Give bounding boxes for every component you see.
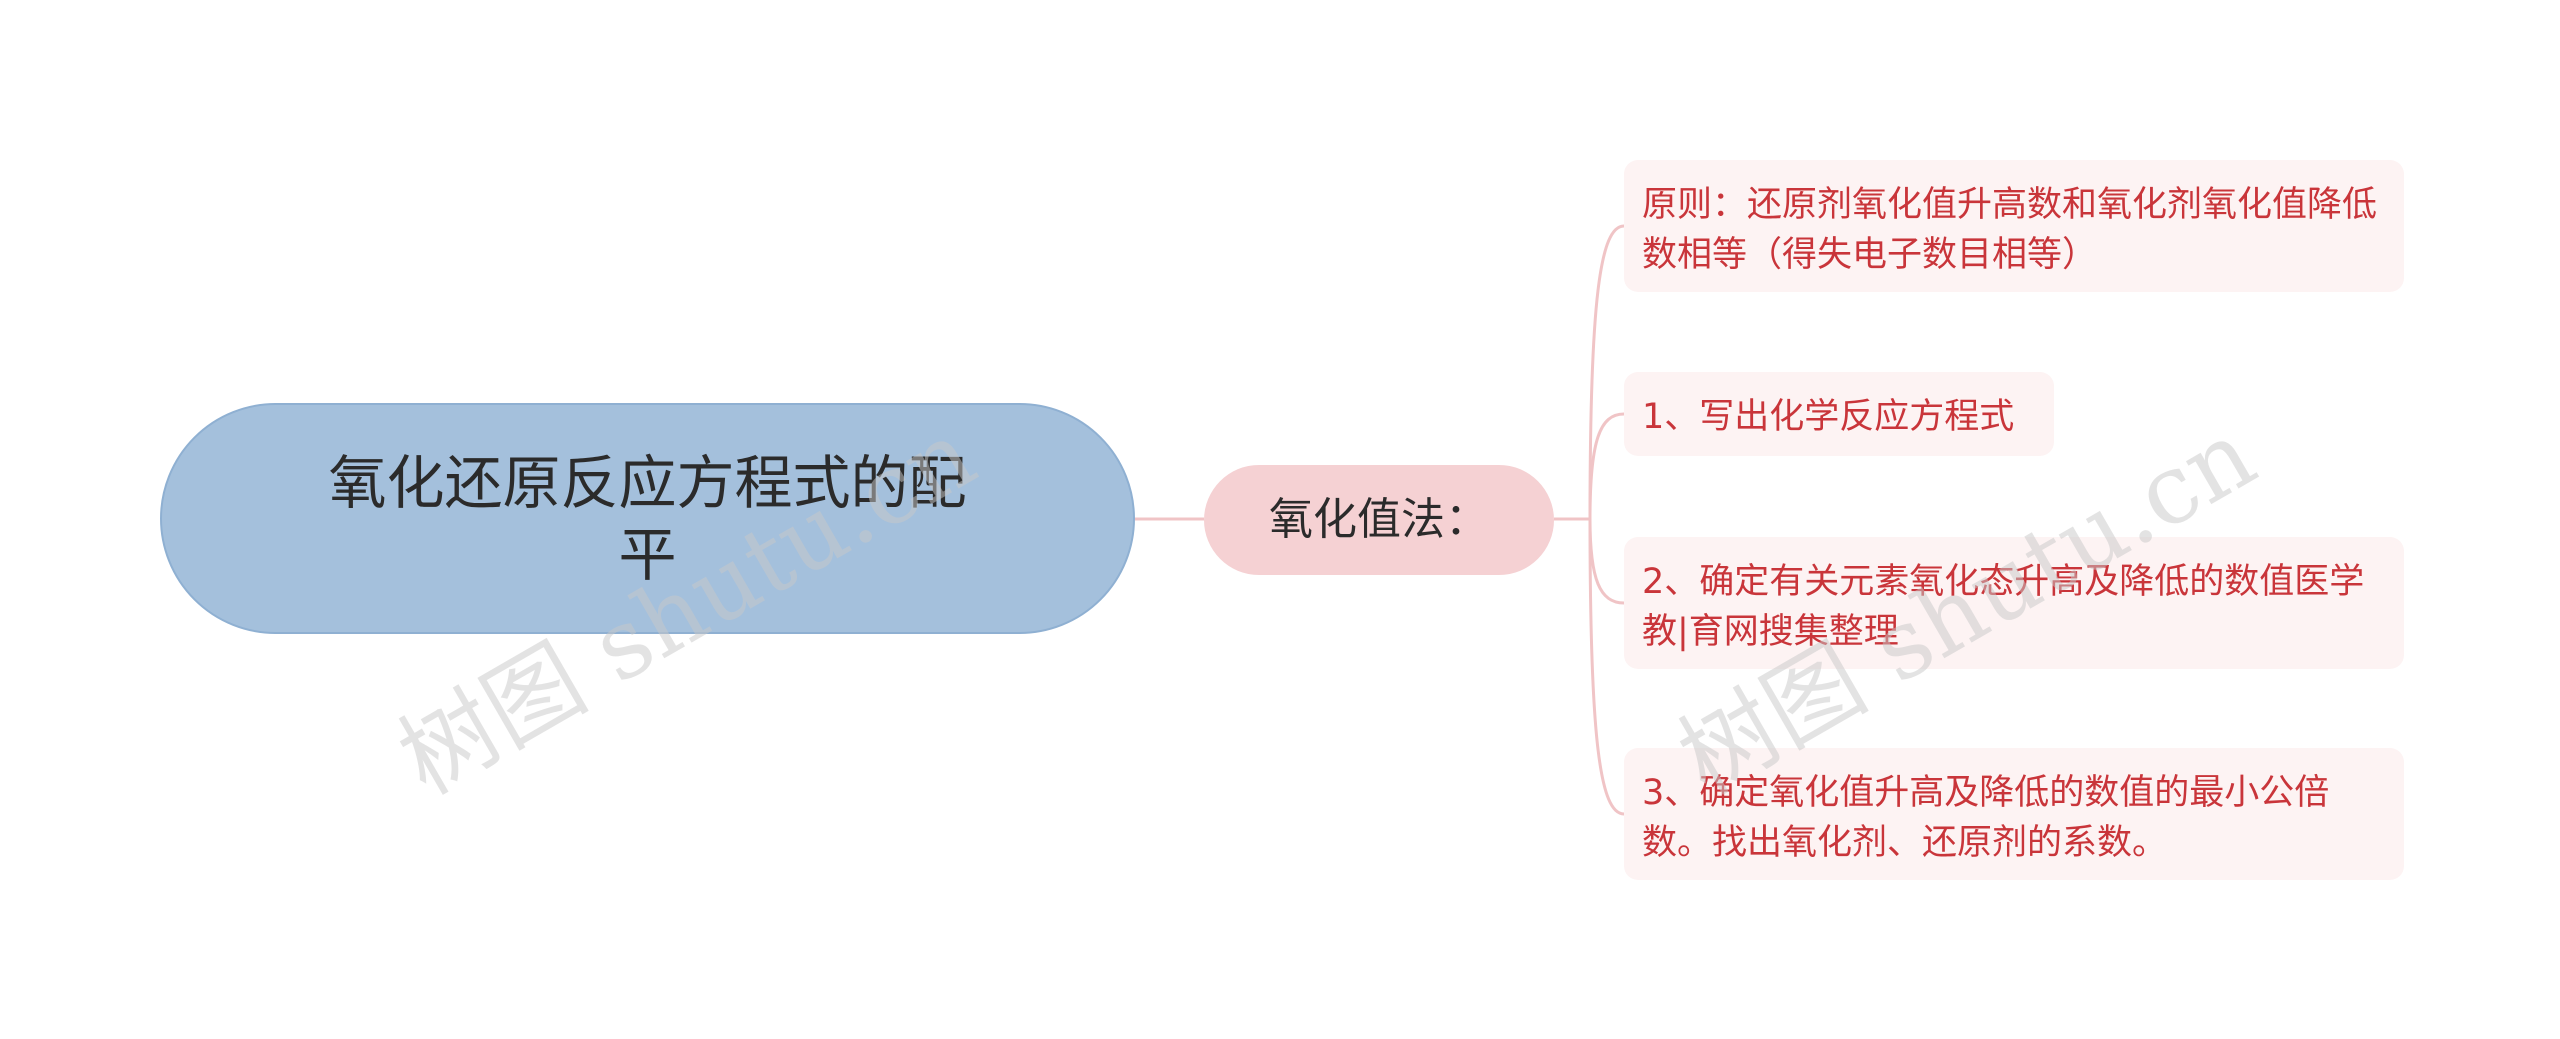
leaf-node-principle[interactable]: 原则：还原剂氧化值升高数和氧化剂氧化值降低数相等（得失电子数目相等） xyxy=(1624,160,2404,292)
leaf-node-label: 原则：还原剂氧化值升高数和氧化剂氧化值降低数相等（得失电子数目相等） xyxy=(1642,185,2378,275)
root-node-label: 氧化还原反应方程式的配平 xyxy=(328,448,967,589)
leaf-node-label: 2、确定有关元素氧化态升高及降低的数值医学教|育网搜集整理 xyxy=(1642,562,2365,652)
leaf-node-label: 1、写出化学反应方程式 xyxy=(1642,397,2015,437)
leaf-node-label: 3、确定氧化值升高及降低的数值的最小公倍数。找出氧化剂、还原剂的系数。 xyxy=(1642,773,2330,863)
connector-leaf-3 xyxy=(1588,518,1625,605)
leaf-node-step-3[interactable]: 3、确定氧化值升高及降低的数值的最小公倍数。找出氧化剂、还原剂的系数。 xyxy=(1624,748,2404,880)
branch-node-label: 氧化值法： xyxy=(1269,494,1489,545)
leaf-node-step-1[interactable]: 1、写出化学反应方程式 xyxy=(1624,372,2054,456)
branch-node[interactable]: 氧化值法： xyxy=(1204,465,1554,575)
leaf-node-step-2[interactable]: 2、确定有关元素氧化态升高及降低的数值医学教|育网搜集整理 xyxy=(1624,537,2404,669)
connector-leaf-4 xyxy=(1588,518,1625,816)
connector-leaf-2 xyxy=(1588,412,1625,520)
connector-leaf-1 xyxy=(1588,224,1625,520)
root-node[interactable]: 氧化还原反应方程式的配平 xyxy=(160,403,1135,634)
